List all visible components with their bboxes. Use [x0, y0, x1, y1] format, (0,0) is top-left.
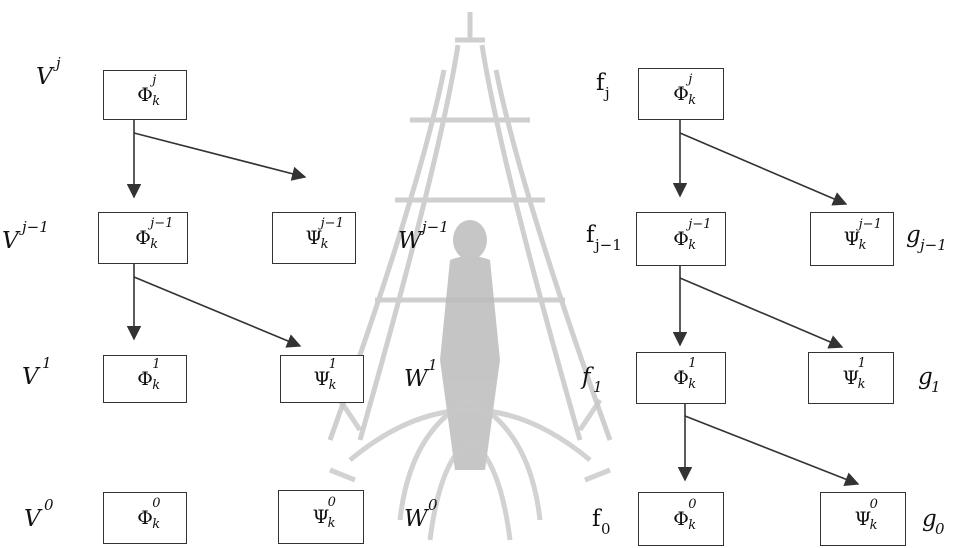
connector-right-split-j [672, 120, 848, 206]
connector-right-split-j1 [672, 266, 844, 349]
connector-left-split-j1 [126, 264, 302, 348]
connector-right-split-1 [677, 404, 860, 486]
connector-left-split-j [126, 120, 307, 199]
